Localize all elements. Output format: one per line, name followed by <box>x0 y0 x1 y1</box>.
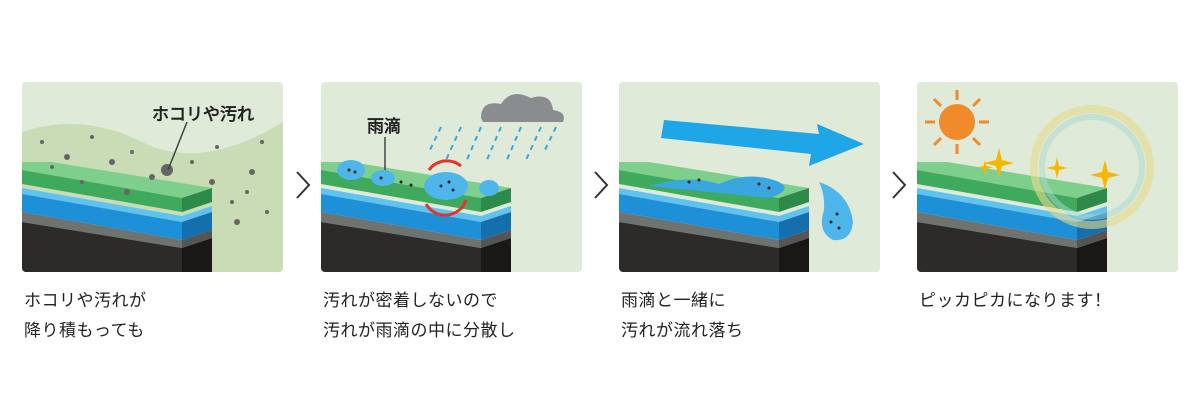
dust-label: ホコリや汚れ <box>152 105 254 125</box>
caption-line: 汚れが雨滴の中に分散し <box>323 321 516 341</box>
sparkle-icon <box>977 148 1120 190</box>
sun-icon <box>925 90 989 154</box>
caption-line: 汚れが密着しないので <box>323 291 498 311</box>
raindrop-illustration <box>321 94 564 272</box>
step-1-caption: ホコリや汚れが 降り積もっても <box>24 286 147 346</box>
step-4-panel <box>917 82 1178 272</box>
caption-line: 雨滴と一緒に <box>621 291 726 311</box>
step-2-caption: 汚れが密着しないので 汚れが雨滴の中に分散し <box>323 286 516 346</box>
caption-line: 降り積もっても <box>24 321 145 341</box>
caption-line: ピッカピカになります！ <box>919 291 1112 311</box>
chevron-right-icon <box>892 171 907 199</box>
step-1-panel: ホコリや汚れ <box>22 82 283 272</box>
caption-line: 汚れが流れ落ち <box>621 321 744 341</box>
step-2-panel: 雨滴 <box>321 82 582 272</box>
clean-illustration <box>917 90 1154 272</box>
dust-illustration <box>22 121 283 272</box>
step-3-caption: 雨滴と一緒に 汚れが流れ落ち <box>621 286 744 346</box>
caption-line: ホコリや汚れが <box>24 291 147 311</box>
chevron-right-icon <box>296 171 311 199</box>
step-4-caption: ピッカピカになります！ <box>919 286 1112 316</box>
step-3-panel <box>619 82 880 272</box>
flow-arrow-icon <box>661 120 864 166</box>
runoff-illustration <box>619 120 864 272</box>
raindrop-label: 雨滴 <box>367 117 401 137</box>
chevron-right-icon <box>594 171 609 199</box>
